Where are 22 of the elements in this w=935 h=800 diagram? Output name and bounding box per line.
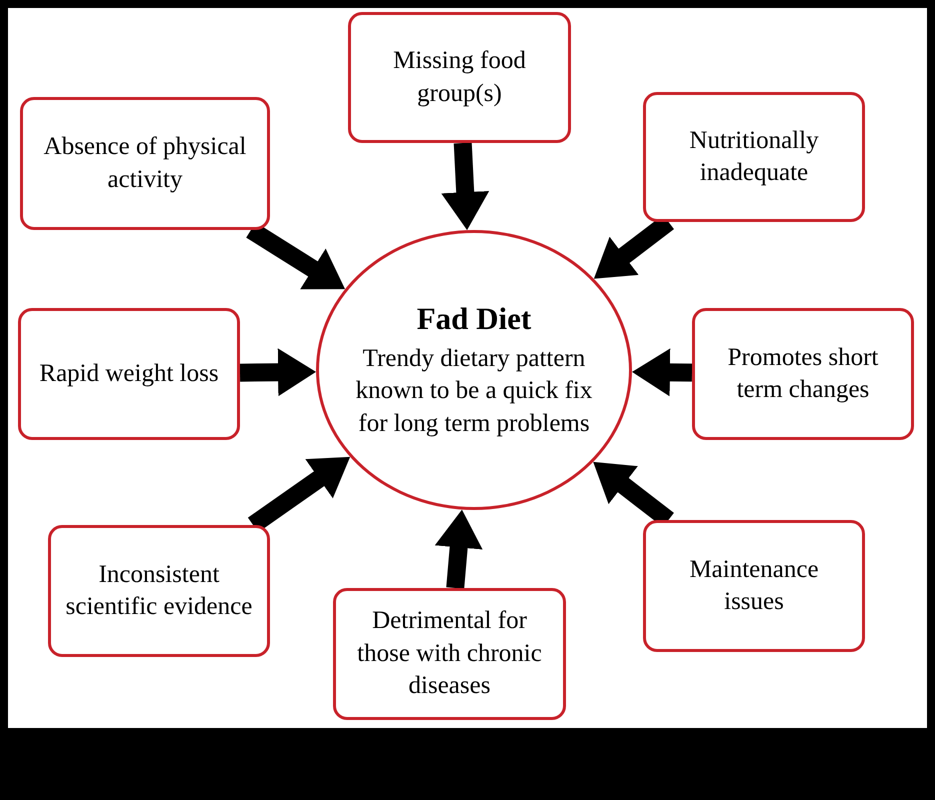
box-text: Absence of physical activity <box>42 132 248 194</box>
box-text: Rapid weight loss <box>39 358 219 389</box>
block-arrow <box>441 142 490 230</box>
cause-box <box>333 588 566 720</box>
box-text: Promotes short term changes <box>726 342 880 405</box>
cause-box <box>643 520 865 652</box>
block-arrow <box>632 348 692 396</box>
cause-box <box>348 12 571 143</box>
block-arrow <box>434 510 483 589</box>
box-text: Maintenance issues <box>688 554 820 617</box>
cause-box <box>692 308 914 440</box>
cause-box <box>643 92 865 222</box>
box-text: Trendy dietary pattern known to be a quick fix for long term problems <box>354 344 594 439</box>
heading: Fad Diet <box>416 300 532 338</box>
cause-box <box>20 97 270 230</box>
box-text: Nutritionally inadequate <box>688 126 820 188</box>
block-arrow <box>240 348 316 396</box>
box-text: Missing food group(s) <box>392 46 527 108</box>
cause-box <box>18 308 240 440</box>
cause-box <box>48 525 270 657</box>
box-text: Inconsistent scientific evidence <box>64 560 254 622</box>
box-text: Detrimental for those with chronic diseases <box>356 606 543 702</box>
